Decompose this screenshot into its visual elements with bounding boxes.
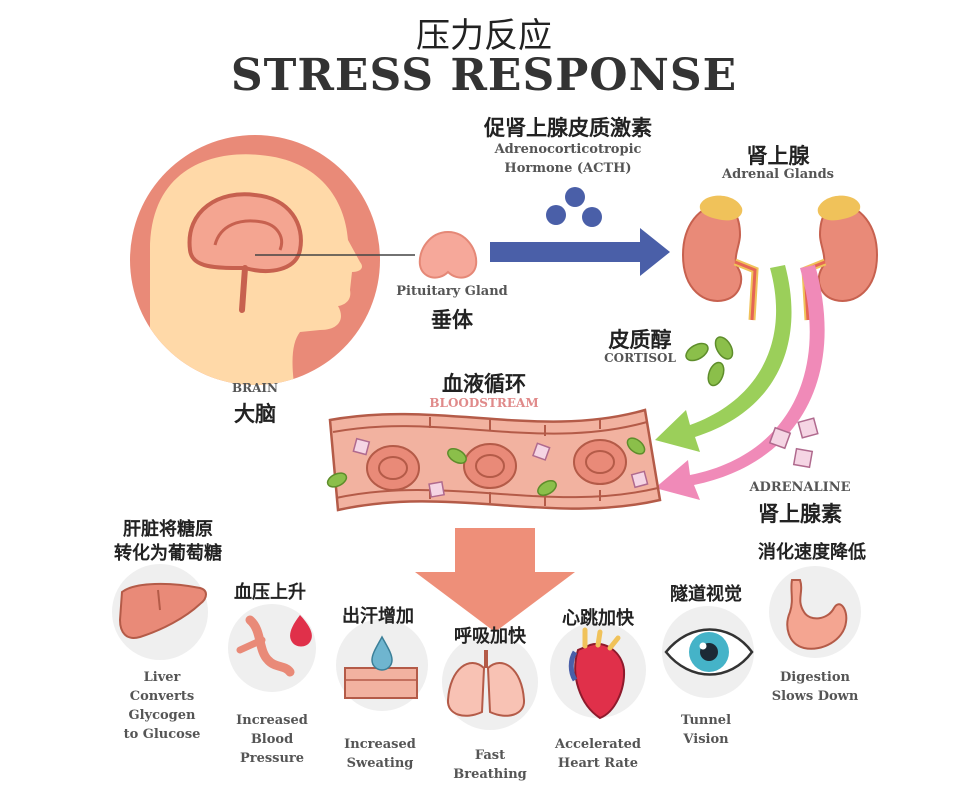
breathing-label-en: Fast Breathing [453,748,527,782]
cortisol-label-en: CORTISOL [604,351,676,365]
vision-label-en: Tunnel Vision [680,713,732,747]
liver-icon [118,582,207,639]
vision-label-zh: 隧道视觉 [670,584,742,605]
digestion-label-en: Digestion Slows Down [771,670,859,704]
stomach-icon [786,579,848,650]
pituitary-label-en: Pituitary Gland [396,284,508,299]
heart-icon [568,627,626,720]
page-title: STRESS RESPONSE [230,50,738,101]
blood-pressure-label-en: Increased Blood Pressure [236,713,308,766]
adrenal-label-zh: 肾上腺 [746,144,810,168]
bloodstream-label-zh: 血液循环 [442,372,526,396]
cortisol-molecules-icon [685,336,734,387]
acth-arrow-icon [490,228,670,276]
sweating-label-en: Increased Sweating [344,737,416,771]
adrenal-label-en: Adrenal Glands [722,167,834,182]
acth-label-zh: 促肾上腺皮质激素 [484,116,652,140]
brain-head-icon [130,135,415,385]
adrenaline-label-zh: 肾上腺素 [758,502,842,526]
blood-pressure-icon [236,615,312,677]
liver-label-en: Liver Converts Glycogen to Glucose [123,670,201,742]
liver-label-zh: 肝脏将糖原 转化为葡萄糖 [114,519,222,564]
acth-label-en: Adrenocorticotropic Hormone (ACTH) [494,142,642,176]
acth-molecules-icon [546,187,602,227]
blood-pressure-label-zh: 血压上升 [234,582,306,603]
brain-label-zh: 大脑 [234,402,276,426]
bloodstream-label-en: BLOODSTREAM [429,396,539,410]
adrenaline-label-en: ADRENALINE [749,480,851,495]
title-zh: 压力反应 [416,16,552,56]
cortisol-label-zh: 皮质醇 [608,328,672,352]
effects-down-arrow-icon [415,528,575,632]
sweating-icon [344,635,418,699]
pituitary-label-zh: 垂体 [431,308,473,332]
eye-icon [664,628,754,676]
lungs-icon [446,650,526,717]
heart-label-zh: 心跳加快 [562,608,634,629]
breathing-label-zh: 呼吸加快 [454,626,526,647]
bloodstream-vessel-icon [326,408,662,512]
adrenaline-arrow-icon [655,265,825,500]
adrenaline-molecules-icon [768,417,819,469]
sweating-label-zh: 出汗增加 [342,606,414,627]
cortisol-arrow-icon [655,265,792,452]
heart-label-en: Accelerated Heart Rate [554,737,642,771]
digestion-label-zh: 消化速度降低 [758,542,866,563]
pituitary-gland-icon [418,230,478,279]
brain-label-en: BRAIN [231,381,279,395]
